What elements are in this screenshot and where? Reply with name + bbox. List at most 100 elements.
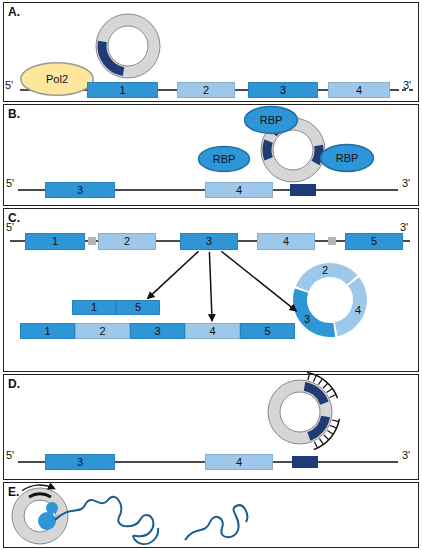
pairing-ticks — [308, 373, 339, 448]
exon-number: 5 — [135, 302, 141, 313]
exon-box: 4 — [328, 82, 390, 98]
ring-outline — [108, 26, 148, 66]
exon-number: 3 — [154, 326, 160, 337]
exon-number: 3 — [77, 185, 83, 196]
ring-outline — [280, 392, 320, 432]
pairing-tick — [313, 375, 316, 381]
exon-number: 3 — [77, 457, 83, 468]
strand-end-label: 5' — [6, 450, 14, 461]
exon-number: 3 — [280, 85, 286, 96]
exon-number: 3 — [206, 236, 212, 247]
protein-name: RBP — [336, 153, 359, 164]
pairing-tick — [314, 442, 317, 448]
ring-outline — [268, 380, 332, 444]
splicing-arrow — [209, 252, 212, 321]
pairing-tick — [330, 425, 336, 428]
panel-box: A. Pol2 1 2 3 4 — [3, 2, 419, 102]
panel-box: D.34 — [3, 374, 419, 480]
exon-box: 1 — [87, 82, 158, 98]
ellipse-shape — [21, 63, 94, 96]
rbp-ellipse: RBP — [244, 106, 298, 134]
circ-rna-segments — [300, 270, 360, 330]
exon-box: 4 — [205, 182, 273, 198]
pairing-tick — [327, 388, 333, 392]
ires-arc — [29, 487, 51, 506]
exon-number: 4 — [355, 305, 361, 316]
splice-site — [328, 237, 336, 245]
splice-site — [88, 237, 96, 245]
pairing-tick — [319, 439, 323, 445]
pairing-strand — [314, 415, 340, 453]
ribosome-large — [38, 512, 56, 530]
ring-body — [18, 494, 62, 538]
panel-letter: A. — [8, 6, 20, 18]
exon-number: 1 — [91, 302, 97, 313]
exon-box: 1 — [72, 300, 116, 315]
exon-number: 5 — [264, 326, 270, 337]
exon-number: 4 — [236, 457, 242, 468]
strand-end-label: 5' — [6, 178, 14, 189]
exon-number: 1 — [119, 85, 125, 96]
binding-arc — [302, 386, 326, 403]
exon-number: 2 — [99, 326, 105, 337]
pairing-tick — [330, 394, 336, 397]
panel-box: E. — [3, 482, 419, 548]
protein-name: RBP — [260, 115, 283, 126]
strand-end-label: 3' — [402, 178, 410, 189]
exon-number: 2 — [322, 265, 328, 276]
panel-letter: E. — [8, 486, 19, 498]
ring-body — [274, 386, 326, 438]
circ-segment-label: 4 — [349, 303, 367, 318]
exon-number: 5 — [371, 236, 377, 247]
protein-name: RBP — [213, 154, 236, 165]
pairing-strand — [303, 373, 341, 399]
splicing-arrow — [221, 251, 296, 311]
splicing-arrow — [148, 251, 199, 298]
ellipse-shape — [199, 147, 250, 172]
rbp-ellipse: RBP — [198, 146, 250, 172]
ellipse-shape — [245, 107, 298, 134]
exon-box: 3 — [45, 182, 115, 198]
protein-name: Pol2 — [46, 74, 68, 85]
pairing-tick — [332, 420, 339, 422]
exon-box: 5 — [240, 323, 295, 339]
peptide-chain — [55, 497, 158, 544]
pairing-tick — [327, 430, 333, 434]
target-site — [292, 456, 318, 468]
binding-arc — [98, 41, 128, 71]
exon-box: 4 — [257, 233, 315, 250]
circ-segment — [300, 291, 334, 330]
exon-box: 5 — [345, 233, 403, 250]
ring-outline — [273, 130, 313, 170]
exon-number: 1 — [52, 236, 58, 247]
strand-end-label: 5' — [6, 222, 14, 233]
exon-box: 3 — [180, 233, 238, 250]
pairing-tick — [323, 383, 328, 388]
circ-segment-label: 2 — [316, 263, 334, 278]
circ-rna-ring — [12, 475, 68, 544]
exon-number: 2 — [203, 85, 209, 96]
target-site — [290, 184, 316, 196]
exon-box: 4 — [205, 454, 273, 470]
exon-number: 4 — [209, 326, 215, 337]
strand-end-label: 5' — [5, 80, 13, 91]
exon-box: 3 — [130, 323, 185, 339]
panel-box: C.123451524312345 — [3, 208, 419, 372]
exon-box: 4 — [185, 323, 240, 339]
panel-letter: B. — [8, 108, 20, 120]
exon-number: 3 — [304, 314, 310, 325]
exon-box: 3 — [248, 82, 318, 98]
polymerase-ellipse: Pol2 — [20, 62, 94, 96]
circ-rna-ring — [96, 14, 160, 78]
strand-end-label: 3' — [400, 222, 408, 233]
exon-number: 4 — [283, 236, 289, 247]
circ-rna-ring — [268, 373, 341, 453]
exon-number: 1 — [44, 326, 50, 337]
exon-box: 1 — [20, 323, 75, 339]
strand-end-label: 3' — [402, 450, 410, 461]
pairing-tick — [318, 379, 322, 385]
ellipse-shape — [321, 145, 374, 172]
exon-box: 5 — [116, 300, 160, 315]
peptide-chain — [185, 505, 247, 540]
